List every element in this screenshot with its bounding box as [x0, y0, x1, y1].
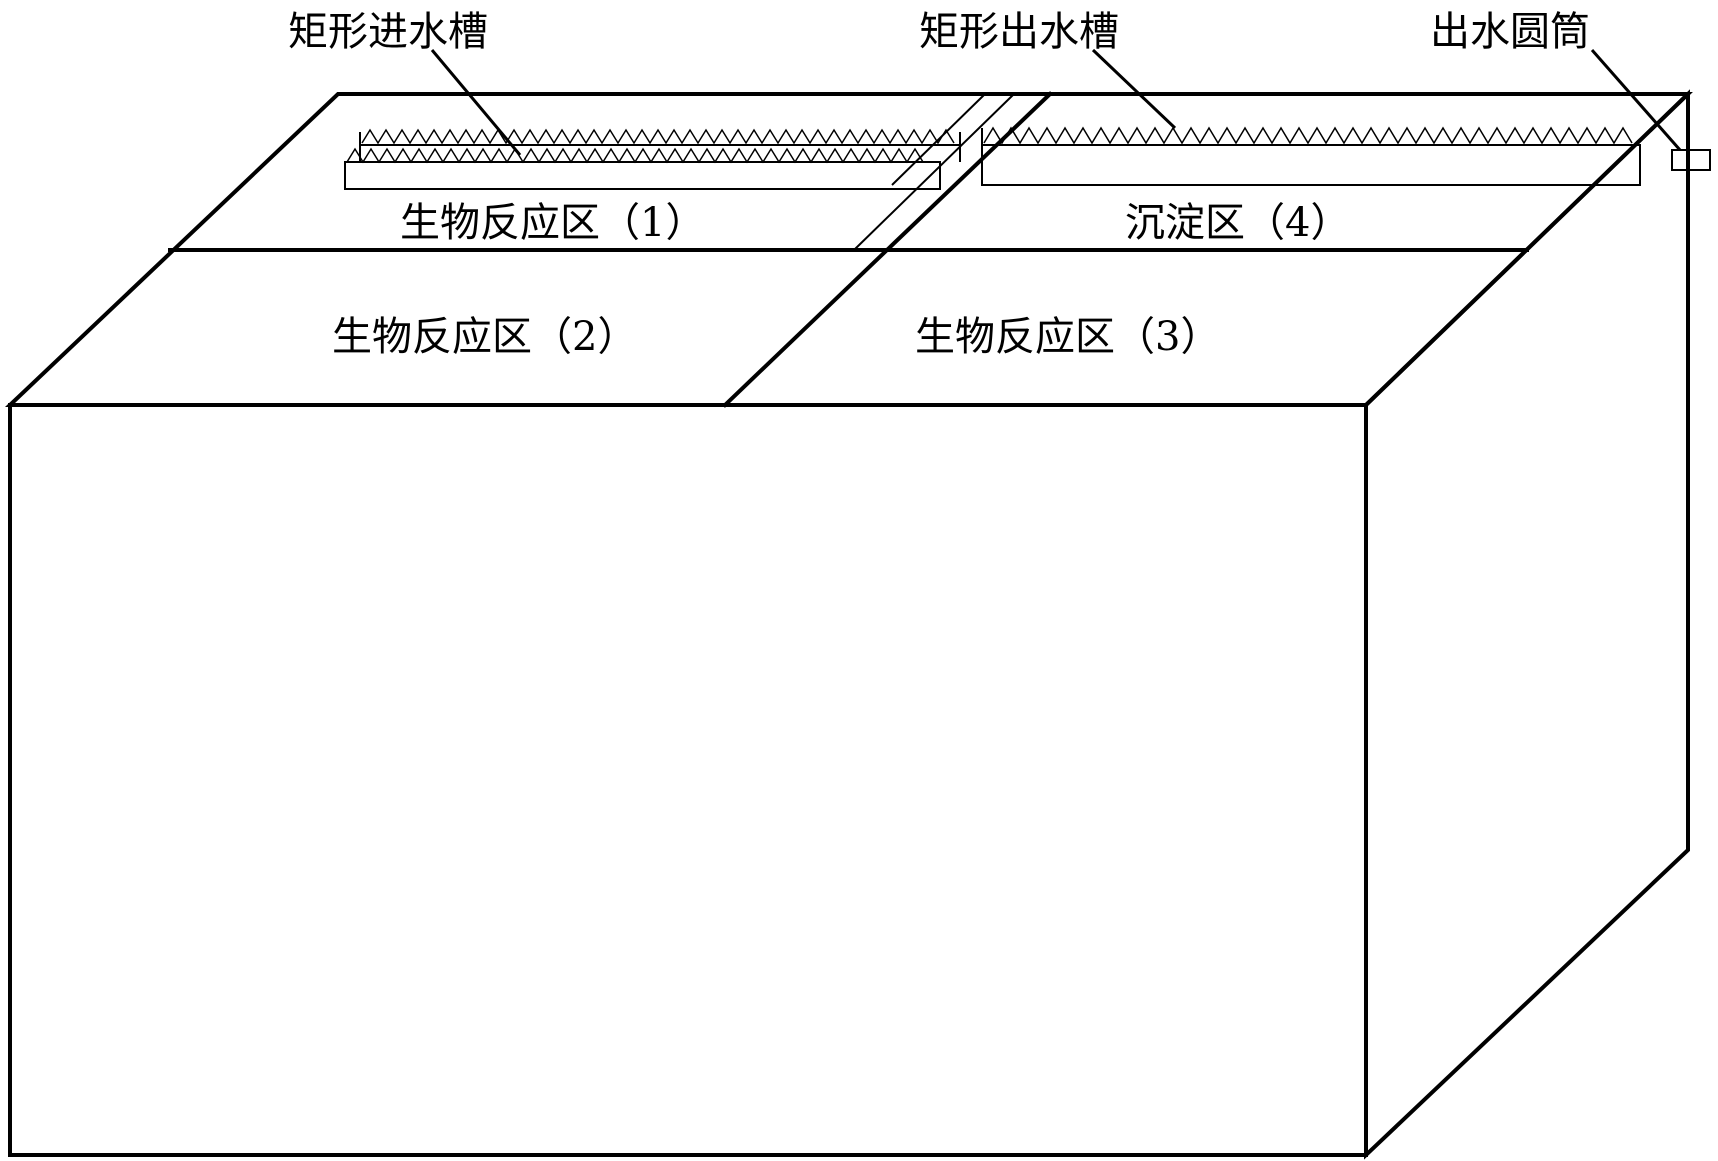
- leader-inlet-trough: [430, 49, 522, 156]
- partition-wall-line: [853, 93, 1015, 251]
- tank-front-face: [8, 403, 1368, 1157]
- leader-outlet-cylinder: [1590, 49, 1682, 151]
- outlet-trough: [981, 144, 1641, 186]
- label-outlet-trough: 矩形出水槽: [919, 9, 1119, 55]
- label-inlet-trough: 矩形进水槽: [288, 9, 488, 55]
- label-zone-3: 生物反应区（3）: [915, 314, 1220, 360]
- partition-wall-line-b: [891, 93, 986, 186]
- label-outlet-cylinder: 出水圆筒: [1430, 9, 1590, 55]
- label-zone-1: 生物反应区（1）: [400, 200, 705, 246]
- label-zone-4: 沉淀区（4）: [1125, 200, 1350, 246]
- outlet-trough-weir-teeth: [983, 126, 1633, 145]
- inlet-trough-weir-teeth-lower: [346, 147, 924, 164]
- tank-right-face: [1364, 89, 1690, 1160]
- inlet-trough: [344, 161, 941, 190]
- inlet-trough-weir-teeth-upper: [361, 128, 955, 145]
- leader-outlet-trough: [1091, 48, 1177, 130]
- weir-tooth-row: [346, 147, 924, 164]
- weir-tooth-row: [361, 128, 955, 145]
- outlet-cylinder: [1671, 149, 1711, 171]
- label-zone-2: 生物反应区（2）: [332, 314, 637, 360]
- weir-tooth-row: [983, 126, 1633, 145]
